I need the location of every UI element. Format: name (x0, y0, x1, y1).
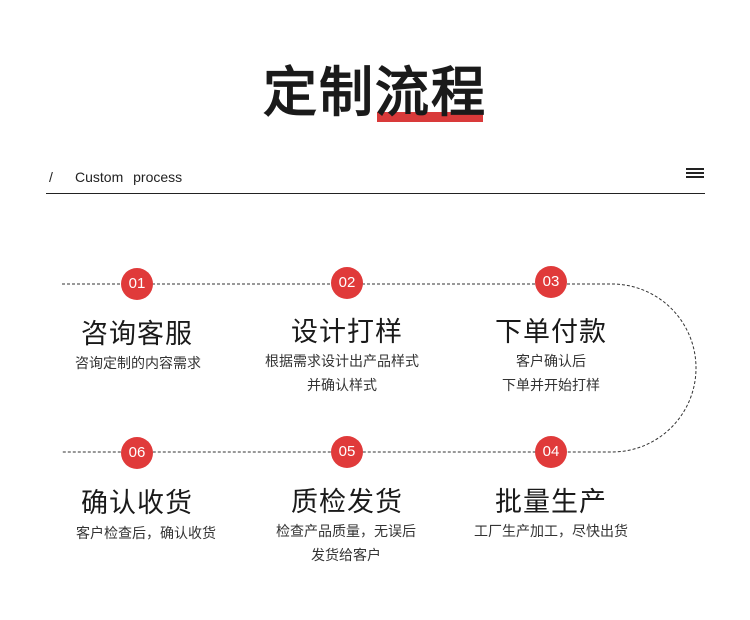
header: 定制流程 (0, 0, 750, 140)
step-5-desc: 检查产品质量，无误后 发货给客户 (276, 524, 416, 564)
title-underline (377, 112, 483, 122)
step-6-title: 确认收货 (81, 488, 193, 519)
step-5-title: 质检发货 (291, 487, 403, 518)
step-3-desc: 客户确认后 下单并开始打样 (502, 354, 600, 394)
step-2-title: 设计打样 (291, 317, 403, 348)
step-6-desc: 客户检查后，确认收货 (76, 526, 216, 542)
step-3-title: 下单付款 (495, 317, 607, 348)
step-1-desc: 咨询定制的内容需求 (75, 356, 201, 372)
header-divider (46, 193, 705, 194)
hamburger-menu-icon[interactable] (686, 168, 704, 179)
step-4-badge: 04 (535, 436, 567, 468)
step-6-badge: 06 (121, 437, 153, 469)
step-3-badge: 03 (535, 266, 567, 298)
step-1-badge: 01 (121, 268, 153, 300)
step-5-badge: 05 (331, 436, 363, 468)
step-2-badge: 02 (331, 267, 363, 299)
step-4-title: 批量生产 (495, 487, 607, 518)
page-subtitle: Custom process (75, 169, 183, 185)
step-2-desc: 根据需求设计出产品样式 并确认样式 (265, 354, 419, 394)
step-4-desc: 工厂生产加工，尽快出货 (474, 524, 628, 540)
step-1-title: 咨询客服 (81, 319, 193, 350)
page-title: 定制流程 (263, 61, 487, 124)
subtitle-slash: / (49, 169, 53, 185)
